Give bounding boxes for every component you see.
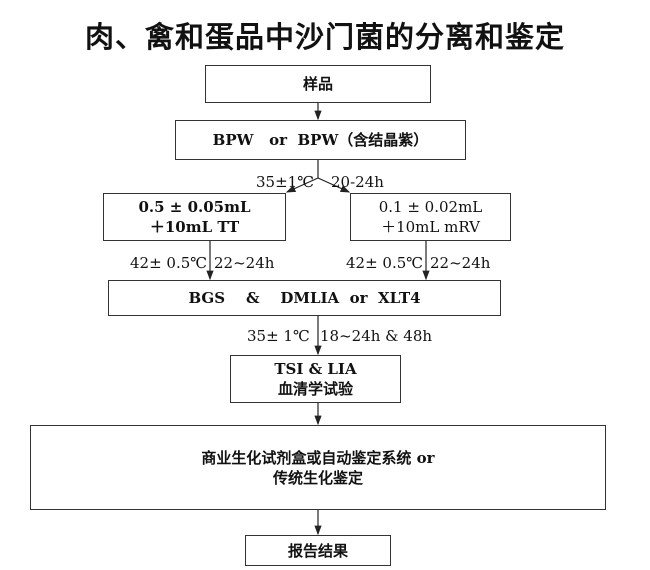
node-label: 血清学试验 [277, 380, 353, 398]
plates-box: BGS & DMLIA or XLT4 [108, 280, 501, 316]
node-label: 0.1 ± 0.02mL [378, 198, 483, 216]
condition-temp: 35± 1℃ [247, 327, 310, 345]
rv-box: 0.1 ± 0.02mL ＋10mL mRV [350, 193, 511, 241]
condition-temp: 42± 0.5℃ [130, 254, 208, 272]
tt-box: 0.5 ± 0.05mL ＋10mL TT [103, 193, 286, 241]
condition-time: 22~24h [214, 254, 275, 272]
condition-temp: 35±1℃ [256, 173, 314, 191]
arrow [317, 177, 351, 193]
node-label: BPW or BPW（含结晶紫） [212, 131, 429, 149]
arrow [285, 177, 319, 193]
condition-time: 22~24h [430, 254, 491, 272]
node-label: ＋10mL TT [149, 218, 240, 236]
node-label: 样品 [302, 75, 333, 93]
condition-temp: 42± 0.5℃ [346, 254, 424, 272]
condition-time: 20-24h [331, 173, 384, 191]
node-label: 商业生化试剂盒或自动鉴定系统 or [201, 448, 435, 467]
page-title: 肉、禽和蛋品中沙门菌的分离和鉴定 [84, 20, 565, 54]
node-label: 0.5 ± 0.05mL [138, 198, 251, 216]
tsi-box: TSI & LIA 血清学试验 [230, 355, 401, 403]
enrichment-box: BPW or BPW（含结晶紫） [175, 120, 466, 160]
node-label: ＋10mL mRV [381, 218, 480, 236]
node-label: 传统生化鉴定 [272, 468, 363, 487]
report-box: 报告结果 [245, 535, 391, 566]
condition-time: 18~24h & 48h [320, 327, 433, 345]
node-label: 报告结果 [287, 541, 348, 560]
node-label: TSI & LIA [274, 360, 357, 378]
biochem-box: 商业生化试剂盒或自动鉴定系统 or 传统生化鉴定 [30, 425, 606, 510]
sample-box: 样品 [205, 65, 431, 103]
node-label: BGS & DMLIA or XLT4 [188, 289, 421, 307]
